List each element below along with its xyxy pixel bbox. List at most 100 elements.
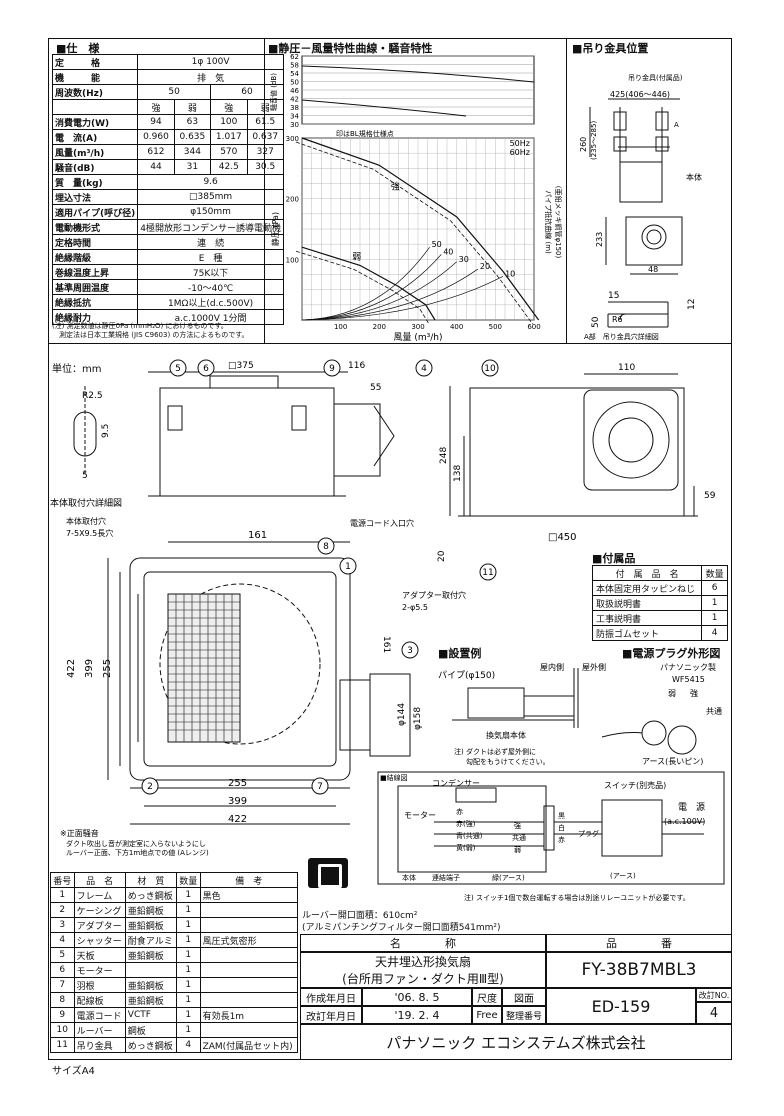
pipe-curve xyxy=(301,246,430,321)
dim-50: 50 xyxy=(591,316,601,328)
spec-value: 強 xyxy=(210,99,248,115)
wiring-earth: (アース) xyxy=(610,872,636,880)
parts-cell: 1 xyxy=(176,977,201,993)
spec-value: 排 気 xyxy=(137,69,284,85)
accessories-cell: 工事説明書 xyxy=(591,610,703,626)
product-name-1: 天井埋込形換気扇 xyxy=(374,955,471,969)
spec-value: E 種 xyxy=(137,249,284,265)
dim-161v: 161 xyxy=(381,636,391,653)
label-strong: 強 xyxy=(391,181,400,193)
wiring-terminal: 連結端子 xyxy=(432,873,460,882)
accessories-cell: 1 xyxy=(701,595,728,611)
dim-138: 138 xyxy=(453,465,463,482)
callout-number: 8 xyxy=(323,542,329,552)
callout-number: 1 xyxy=(345,562,351,572)
callout-number: 11 xyxy=(482,568,493,578)
dim-260b: (235～285) xyxy=(590,121,598,160)
wiring-condenser: コンデンサー xyxy=(432,778,480,788)
wiring-red: 赤 xyxy=(456,808,463,816)
dim-59: 59 xyxy=(704,491,716,501)
terminal-common: 共通 xyxy=(512,833,526,842)
brand-logo xyxy=(308,858,348,888)
plug-earth: アース(長いピン) xyxy=(642,757,703,766)
callout-circle xyxy=(323,359,341,377)
dim-399: 399 xyxy=(84,659,95,678)
dim-255: 255 xyxy=(102,659,113,678)
paper-size: サイズA4 xyxy=(52,1066,95,1077)
parts-cell: 1 xyxy=(176,1007,201,1023)
accessories-cell: 1 xyxy=(701,610,728,626)
noise-tick: 42 xyxy=(290,96,299,104)
spec-label: 電動機形式 xyxy=(51,219,139,235)
parts-cell: フレーム xyxy=(73,887,126,903)
dim-20: 20 xyxy=(437,550,447,562)
pipe-curve xyxy=(301,268,479,321)
noise-tick: 38 xyxy=(290,104,299,112)
plug-strong: 強 xyxy=(690,688,698,698)
spec-value: 1MΩ以上(d.c.500V) xyxy=(137,294,284,310)
adapter-hole: アダプター取付穴 xyxy=(402,590,466,600)
parts-cell: 電源コード xyxy=(73,1007,126,1023)
spec-label: 周波数(Hz) xyxy=(51,84,139,100)
parts-cell: 吊り金具 xyxy=(73,1037,126,1053)
parts-cell: 1 xyxy=(176,932,201,948)
x-tick: 600 xyxy=(527,323,540,331)
parts-cell: 2 xyxy=(50,902,75,918)
parts-cell: 1 xyxy=(176,902,201,918)
spec-value: 94 xyxy=(137,114,175,130)
spec-value: 1.017 xyxy=(210,129,248,145)
wiring-red2: 赤 xyxy=(558,836,565,844)
series-line-dashed-0 xyxy=(295,141,533,325)
parts-cell: 亜鉛鋼板 xyxy=(124,977,178,993)
spec-value: 44 xyxy=(137,159,175,175)
x-tick: 100 xyxy=(334,323,347,331)
noise-tick: 54 xyxy=(290,70,299,78)
x-tick: 500 xyxy=(489,323,502,331)
parts-cell: 1 xyxy=(176,992,201,1008)
spec-label: 消費電力(W) xyxy=(51,114,139,130)
wiring-strong: 赤(強) xyxy=(456,820,476,828)
parts-cell: 天板 xyxy=(73,947,126,963)
wiring-common: 青(共通) xyxy=(456,831,483,840)
made-date: '06. 8. 5 xyxy=(362,988,472,1006)
made-label: 作成年月日 xyxy=(300,988,362,1006)
main-drawing: R2.5 9.5 5 本体取付穴詳細図 本体取付穴 7-5X9.5長穴 □375… xyxy=(50,359,716,856)
spec-value: 1φ 100V xyxy=(137,54,284,70)
parts-cell: 鋼板 xyxy=(124,1022,178,1038)
parts-cell: 7 xyxy=(50,977,75,993)
series-line-0 xyxy=(301,137,540,321)
spec-label: 定 格 xyxy=(51,54,139,70)
chart-title: ■静圧－風量特性曲線・騒音特性 xyxy=(268,42,433,55)
body-hole-2: 7-5X9.5長穴 xyxy=(66,528,113,538)
dim-233: 233 xyxy=(595,232,604,247)
spec-label: 騒音(dB) xyxy=(51,159,139,175)
parts-cell: 9 xyxy=(50,1007,75,1023)
spec-label: 機 能 xyxy=(51,69,139,85)
dim-110: 110 xyxy=(618,363,635,373)
series-line-1 xyxy=(301,246,436,321)
noise-tick: 50 xyxy=(290,79,299,87)
parts-cell: 4 xyxy=(50,932,75,948)
rev-label: 改訂年月日 xyxy=(300,1006,362,1024)
product-name-2: (台所用ファン・ダクト用Ⅲ型) xyxy=(342,972,504,986)
pipe-length: 10 xyxy=(505,269,515,278)
model-number: FY-38B7MBL3 xyxy=(546,952,732,988)
parts-cell: ルーバー xyxy=(73,1022,126,1038)
spec-value: 75K以下 xyxy=(137,264,284,280)
wiring-switch: スイッチ(別売品) xyxy=(604,780,666,790)
doc-number: ED-159 xyxy=(546,988,696,1024)
install-outdoor: 屋外側 xyxy=(582,662,606,672)
wiring-label: ■結線図 xyxy=(380,773,408,782)
noise-curve-weak xyxy=(301,99,467,117)
pipe-label-2: (亜鉛メッキ鋼管φ150) xyxy=(554,186,563,259)
parts-cell: VCTF xyxy=(124,1007,178,1023)
spec-value: 63 xyxy=(173,114,212,130)
spec-note-1: (注) 測定数値は静圧0Pa (mmH₂O) におけるものです。 xyxy=(52,322,228,330)
parts-cell: 1 xyxy=(176,962,201,978)
parts-cell xyxy=(199,1022,299,1038)
wiring-weak: 黄(弱) xyxy=(456,843,476,852)
callout-number: 9 xyxy=(329,364,335,374)
